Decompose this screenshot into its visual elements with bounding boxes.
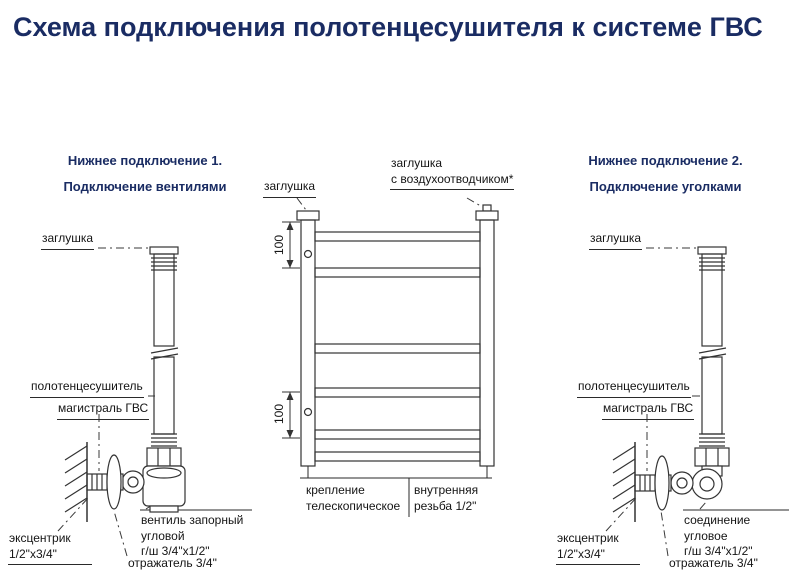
right-reflector-label: отражатель 3/4" <box>668 556 759 574</box>
right-elbow-fitting <box>670 447 730 500</box>
thread-label: внутренняя резьба 1/2" <box>414 483 479 513</box>
left-union-nut <box>121 470 145 494</box>
right-riser-pipe <box>697 246 727 447</box>
left-section-heading-1: Нижнее подключение 1. <box>67 153 223 168</box>
bracket-bottom <box>303 407 313 417</box>
page-title: Схема подключения полотенцесушителя к си… <box>13 12 763 42</box>
left-eccentric-label: эксцентрик 1/2"x3/4" <box>8 531 92 566</box>
rail-rungs <box>314 231 481 462</box>
rail-right-vertical <box>479 219 495 467</box>
right-main-label: магистраль ГВС <box>602 401 695 420</box>
left-towel-rail-label: полотенцесушитель <box>30 379 144 398</box>
dimension-top <box>282 221 300 269</box>
right-elbow-label: соединение угловое г/ш 3/4"x1/2" <box>684 513 753 559</box>
right-towel-rail-label: полотенцесушитель <box>577 379 691 398</box>
center-cap-right-label: заглушка с воздухоотводчиком* <box>390 156 515 191</box>
right-reflector <box>654 455 670 511</box>
dimension-bottom <box>282 391 300 439</box>
left-valve-label: вентиль запорный угловой г/ш 3/4"x1/2" <box>141 513 244 559</box>
right-wall-hatch <box>612 442 636 522</box>
rail-cap-right <box>475 210 499 221</box>
left-reflector-label: отражатель 3/4" <box>127 556 218 574</box>
center-cap-left-label: заглушка <box>263 179 317 198</box>
dimension-top-value: 100 <box>272 234 286 256</box>
mount-label: крепление телескопическое <box>306 483 401 513</box>
left-main-pipe <box>86 454 124 510</box>
left-cap <box>149 246 179 255</box>
air-vent-nub <box>482 204 492 212</box>
towel-rail-drawing <box>282 204 499 467</box>
dimension-bottom-value: 100 <box>272 403 286 425</box>
right-section-heading-1: Нижнее подключение 2. <box>588 153 743 168</box>
rail-cap-left <box>296 210 320 221</box>
left-wall-hatch <box>64 442 88 522</box>
left-main-label: магистраль ГВС <box>57 401 150 420</box>
right-union-nut <box>670 471 694 495</box>
right-connection-drawing <box>612 246 730 522</box>
right-cap <box>697 246 727 255</box>
left-reflector <box>106 454 122 510</box>
right-section-heading-2: Подключение уголками <box>589 179 742 194</box>
left-riser-pipe <box>149 246 179 447</box>
right-main-pipe <box>634 455 672 511</box>
left-cap-label: заглушка <box>41 231 95 250</box>
left-stop-valve <box>121 447 186 513</box>
left-connection-drawing <box>64 246 186 522</box>
right-cap-label: заглушка <box>589 231 643 250</box>
right-eccentric-label: эксцентрик 1/2"x3/4" <box>556 531 640 566</box>
left-section-heading-2: Подключение вентилями <box>63 179 227 194</box>
rail-left-vertical <box>300 219 316 467</box>
bracket-top <box>303 249 313 259</box>
